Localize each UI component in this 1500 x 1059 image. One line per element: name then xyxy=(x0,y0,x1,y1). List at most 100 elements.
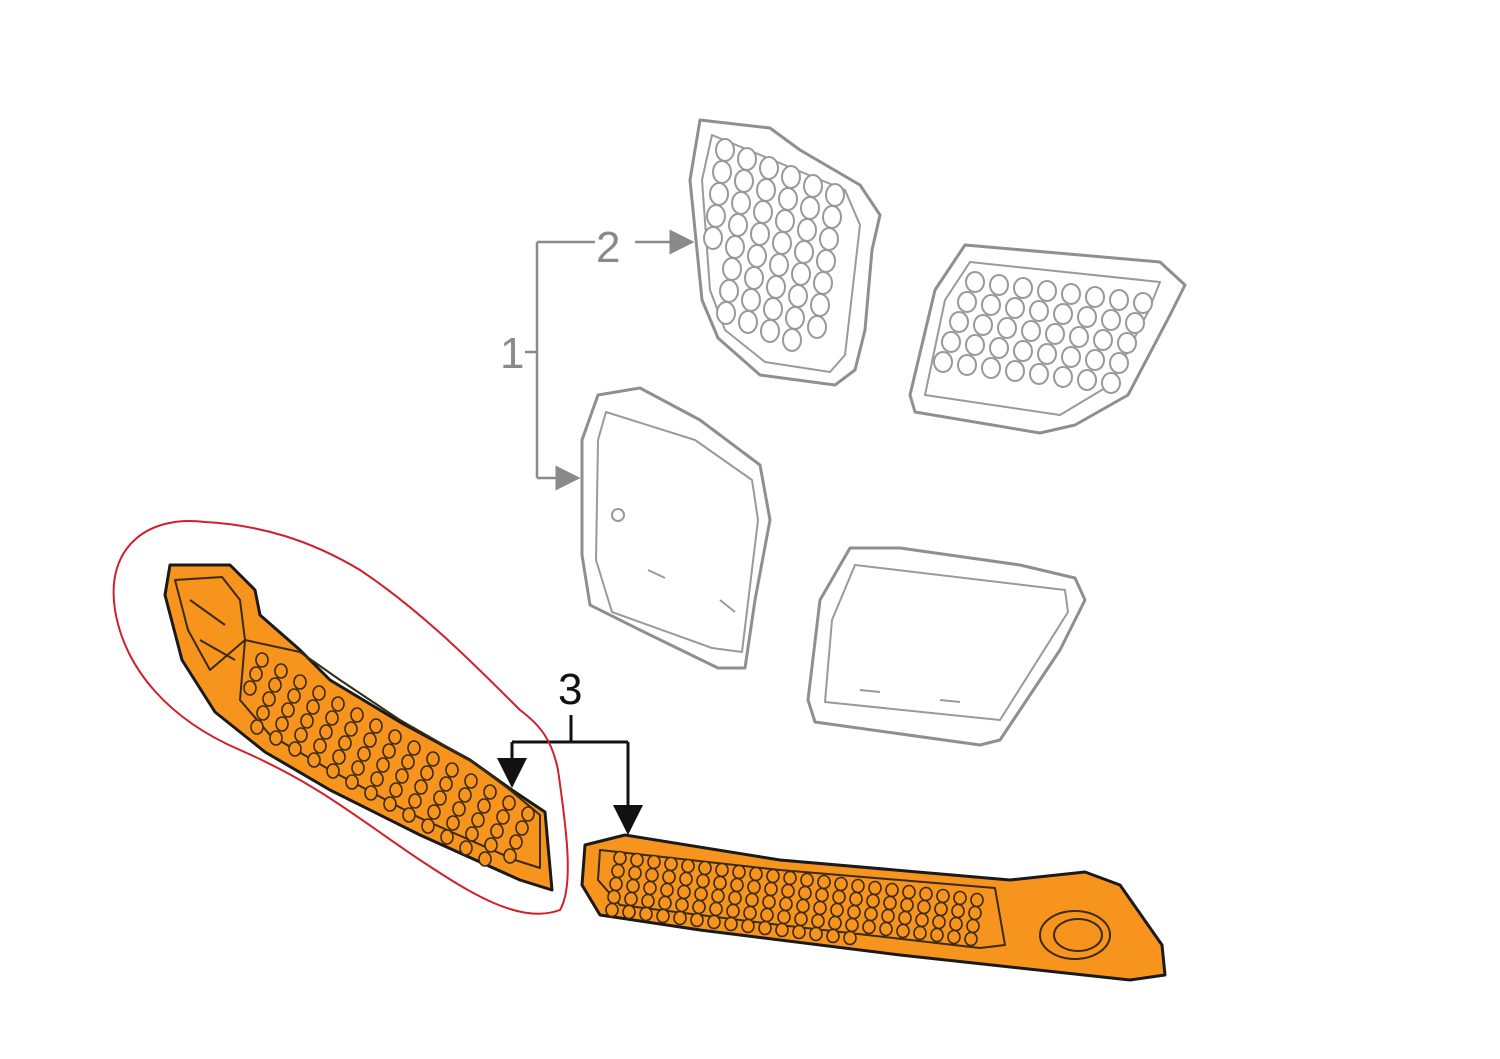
vent-hole xyxy=(414,779,428,795)
vent-hole xyxy=(731,191,751,215)
vent-hole xyxy=(459,840,473,856)
vent-hole xyxy=(630,852,644,868)
vent-hole xyxy=(760,319,780,343)
vent-hole xyxy=(775,922,789,938)
vent-hole xyxy=(769,253,789,277)
vent-hole xyxy=(792,924,806,940)
upper-left-grille-holes xyxy=(703,138,845,352)
vent-hole xyxy=(745,892,759,908)
vent-hole xyxy=(763,297,783,321)
vent-hole xyxy=(679,871,693,887)
vent-hole xyxy=(989,274,1009,296)
vent-hole xyxy=(832,889,846,905)
vent-hole xyxy=(915,912,929,928)
vent-hole xyxy=(794,911,808,927)
vent-hole xyxy=(933,351,953,373)
vent-hole xyxy=(947,929,961,945)
vent-hole xyxy=(439,776,453,792)
vent-hole xyxy=(791,262,811,286)
vent-hole xyxy=(825,183,845,207)
vent-hole xyxy=(913,925,927,941)
vent-hole xyxy=(815,887,829,903)
vent-hole xyxy=(269,730,283,746)
vent-hole xyxy=(709,901,723,917)
vent-hole xyxy=(643,880,657,896)
vent-hole xyxy=(703,226,723,250)
vent-hole xyxy=(843,930,857,946)
vent-hole xyxy=(357,746,371,762)
vent-hole xyxy=(681,858,695,874)
vent-hole xyxy=(738,310,758,334)
vent-hole xyxy=(675,897,689,913)
vent-hole xyxy=(664,856,678,872)
vent-hole xyxy=(622,904,636,920)
vent-hole xyxy=(719,279,739,303)
vent-hole xyxy=(966,918,980,934)
vent-hole xyxy=(407,740,421,756)
vent-hole xyxy=(1133,292,1153,314)
vent-hole xyxy=(446,815,460,831)
vent-hole xyxy=(951,903,965,919)
vent-hole xyxy=(490,823,504,839)
vent-hole xyxy=(1069,326,1089,348)
vent-hole xyxy=(881,908,895,924)
right-lower-bumper-grille xyxy=(580,833,1167,982)
vent-hole xyxy=(268,677,282,693)
upper-left-grille-insert xyxy=(688,118,882,387)
vent-hole xyxy=(464,773,478,789)
vent-hole xyxy=(288,741,302,757)
vent-hole xyxy=(932,914,946,930)
vent-hole xyxy=(973,314,993,336)
vent-hole xyxy=(732,864,746,880)
vent-hole xyxy=(816,249,836,273)
vent-hole xyxy=(1085,349,1105,371)
vent-hole xyxy=(730,877,744,893)
vent-hole xyxy=(707,914,721,930)
vent-hole xyxy=(810,293,830,317)
vent-hole xyxy=(477,798,491,814)
vent-hole xyxy=(800,872,814,888)
vent-hole xyxy=(274,663,288,679)
vent-hole xyxy=(777,909,791,925)
vent-hole xyxy=(741,288,761,312)
vent-hole xyxy=(862,919,876,935)
vent-hole xyxy=(949,916,963,932)
vent-hole xyxy=(325,710,339,726)
vent-hole xyxy=(350,707,364,723)
callout-3-leaders xyxy=(497,715,643,835)
left-grille-holes xyxy=(243,652,535,867)
vent-hole xyxy=(1085,286,1105,308)
vent-hole xyxy=(389,782,403,798)
vent-hole xyxy=(965,271,985,293)
vent-hole xyxy=(673,910,687,926)
vent-hole xyxy=(847,904,861,920)
vent-hole xyxy=(319,724,333,740)
vent-hole xyxy=(345,774,359,790)
vent-hole xyxy=(275,716,289,732)
vent-hole xyxy=(764,881,778,897)
vent-hole xyxy=(262,691,276,707)
vent-hole xyxy=(641,893,655,909)
vent-hole xyxy=(1077,369,1097,391)
vent-hole xyxy=(249,666,263,682)
vent-hole xyxy=(798,885,812,901)
vent-hole xyxy=(1013,340,1033,362)
vent-hole xyxy=(760,907,774,923)
vent-hole xyxy=(677,884,691,900)
vent-hole xyxy=(388,729,402,745)
vent-hole xyxy=(376,757,390,773)
vent-hole xyxy=(465,826,479,842)
vent-hole xyxy=(965,334,985,356)
vent-hole xyxy=(747,244,767,268)
vent-hole xyxy=(715,138,735,162)
vent-hole xyxy=(440,829,454,845)
vent-hole xyxy=(607,889,621,905)
vent-hole xyxy=(662,869,676,885)
vent-hole xyxy=(758,920,772,936)
vent-hole xyxy=(819,227,839,251)
vent-hole xyxy=(698,860,712,876)
vent-hole xyxy=(797,218,817,242)
vent-hole xyxy=(772,231,792,255)
vent-hole xyxy=(420,765,434,781)
vent-hole xyxy=(326,763,340,779)
